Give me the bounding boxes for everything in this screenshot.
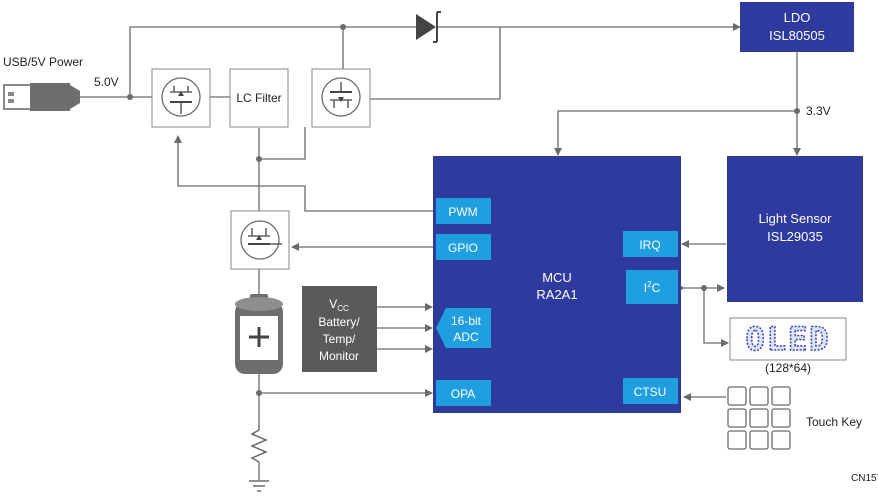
lc-filter-box — [229, 68, 289, 128]
diode-icon — [416, 11, 441, 43]
pin-opa-label: OPA — [451, 387, 475, 401]
light-sensor-part: ISL29035 — [767, 229, 823, 244]
pin-i2c-label: I2C — [644, 280, 661, 295]
pin-ctsu-label: CTSU — [634, 385, 667, 399]
touch-key — [749, 408, 769, 428]
mosfet-3 — [230, 210, 290, 270]
pin-gpio-label: GPIO — [448, 241, 478, 255]
pin-opa — [436, 380, 491, 406]
mcu-pins: PWM GPIO 16-bit ADC OPA IRQ I2C CTSU — [436, 198, 678, 406]
i2c-to-oled-wire — [703, 288, 729, 347]
junction-dot — [256, 390, 262, 396]
top-rail-wire — [129, 26, 416, 97]
monitor-line3: Temp/ — [323, 332, 356, 346]
monitor-box — [302, 286, 377, 372]
touch-key — [727, 386, 747, 406]
resistor-icon — [250, 425, 268, 463]
junction-dot — [340, 24, 346, 30]
mcu-part: RA2A1 — [536, 287, 577, 302]
mosfet-1 — [151, 68, 211, 128]
diode-cathode-to-mosfet2 — [370, 27, 501, 100]
pin-ctsu — [623, 378, 678, 404]
touch-key — [771, 408, 791, 428]
lc-to-mosfet2-wire — [259, 127, 306, 160]
light-sensor-box — [727, 156, 863, 302]
mosfet-icon — [161, 77, 201, 117]
pin-adc-line2: ADC — [453, 330, 479, 344]
lc-filter-label: LC Filter — [236, 91, 281, 105]
pin-pwm — [436, 198, 491, 224]
junction-dot — [794, 108, 800, 114]
pin-pwm-label: PWM — [448, 205, 477, 219]
pin-gpio — [436, 234, 491, 260]
oled-text: OLED — [745, 320, 830, 358]
touch-key — [771, 430, 791, 450]
light-sensor-title: Light Sensor — [759, 211, 833, 226]
monitor-vcc-label: VCC — [329, 297, 349, 313]
ldo-part: ISL80505 — [769, 28, 825, 43]
monitor-line2: Battery/ — [318, 315, 360, 329]
ldo-box — [740, 2, 854, 52]
figure-id: CN157 — [851, 473, 878, 484]
touch-key — [749, 386, 769, 406]
junction-dots — [127, 24, 800, 396]
voltage-3v3-label: 3.3V — [806, 104, 831, 118]
pin-i2c — [626, 270, 678, 304]
pin-adc — [436, 308, 491, 348]
wires — [78, 23, 801, 480]
monitor-line4: Monitor — [319, 349, 359, 363]
ldo-to-mcu-wire — [554, 110, 797, 156]
mosfet-icon — [321, 77, 361, 117]
mosfet-icon — [240, 220, 280, 260]
touch-key-grid — [727, 386, 791, 450]
mosfet-2 — [311, 68, 371, 128]
touch-key-label: Touch Key — [806, 415, 862, 429]
junction-dot — [701, 285, 707, 291]
touch-key — [727, 408, 747, 428]
touch-key — [727, 430, 747, 450]
junction-dot — [127, 94, 133, 100]
ldo-title: LDO — [784, 10, 811, 25]
usb-power-label: USB/5V Power — [3, 55, 83, 69]
pin-irq-label: IRQ — [639, 238, 660, 252]
oled-box — [729, 317, 847, 361]
junction-dot — [256, 156, 262, 162]
pin-irq — [623, 231, 678, 257]
touch-key — [771, 386, 791, 406]
touch-key — [749, 430, 769, 450]
pin-adc-line1: 16-bit — [451, 314, 482, 328]
voltage-5v-label: 5.0V — [94, 75, 119, 89]
usb-plug-icon — [3, 83, 80, 111]
mcu-title: MCU — [542, 270, 572, 285]
oled-resolution: (128*64) — [765, 361, 811, 375]
battery-icon — [235, 294, 283, 374]
ground-icon — [249, 480, 269, 492]
pwm-to-mosfet1-wire — [174, 135, 436, 212]
